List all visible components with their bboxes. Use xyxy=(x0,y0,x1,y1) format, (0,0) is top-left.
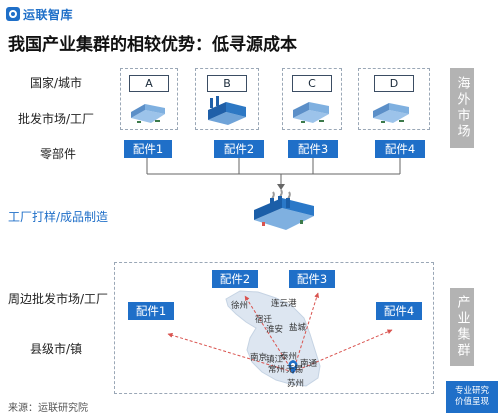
city-label-d: D xyxy=(374,75,414,92)
warehouse-icon xyxy=(293,102,329,123)
overseas-box-a: A xyxy=(120,68,178,130)
brand-name: 运联智库 xyxy=(23,7,74,22)
cluster-region xyxy=(114,262,434,394)
cluster-part-1: 配件1 xyxy=(128,302,174,320)
cluster-part-2: 配件2 xyxy=(212,270,258,288)
overseas-box-d: D xyxy=(358,68,430,130)
city-suqian: 宿迁 xyxy=(255,315,273,325)
city-lianyungang: 连云港 xyxy=(271,299,297,309)
city-wuxi: 无锡 xyxy=(286,365,304,375)
label-wholesale: 批发市场/工厂 xyxy=(18,112,95,126)
city-xuzhou: 徐州 xyxy=(231,301,249,311)
city-zhenjiang: 镇江 xyxy=(266,355,284,365)
overseas-part-4: 配件4 xyxy=(375,140,425,158)
overseas-box-b: B xyxy=(195,68,259,130)
city-yancheng: 盐城 xyxy=(289,323,307,333)
city-label-a: A xyxy=(129,75,169,92)
factory-icon xyxy=(254,189,314,230)
city-nantong: 南通 xyxy=(300,359,318,369)
label-parts: 零部件 xyxy=(40,147,77,161)
industry-cluster-tag: 产业集群 xyxy=(450,288,474,366)
city-taizhou: 泰州 xyxy=(280,352,298,362)
logo-icon xyxy=(6,7,20,21)
brand-logo: 运联智库 xyxy=(6,4,73,24)
parts-to-factory-lines xyxy=(146,158,401,186)
source-note: 来源：运联研究院 xyxy=(8,403,88,414)
brand-badge: 专业研究 价值呈现 xyxy=(446,381,498,413)
cluster-part-4: 配件4 xyxy=(376,302,422,320)
label-county: 县级市/镇 xyxy=(30,342,83,356)
city-nanjing: 南京 xyxy=(250,353,268,363)
city-huaian: 淮安 xyxy=(266,325,284,335)
location-pin-icon xyxy=(288,360,298,374)
city-suzhou: 苏州 xyxy=(287,379,305,389)
city-label-c: C xyxy=(292,75,332,92)
cluster-part-3: 配件3 xyxy=(289,270,335,288)
industry-cluster-tag-text: 产业集群 xyxy=(454,295,470,359)
badge-line-2: 价值呈现 xyxy=(454,397,489,407)
overseas-part-3: 配件3 xyxy=(288,140,338,158)
city-changzhou: 常州 xyxy=(268,365,286,375)
overseas-part-2: 配件2 xyxy=(214,140,264,158)
overseas-market-tag: 海外市场 xyxy=(450,68,474,148)
supply-arrows xyxy=(167,292,393,373)
city-label-b: B xyxy=(207,75,247,92)
factory-icon xyxy=(208,96,246,125)
badge-line-1: 专业研究 xyxy=(454,386,489,396)
down-arrow-icon xyxy=(277,184,285,190)
overseas-box-c: C xyxy=(282,68,342,130)
warehouse-icon xyxy=(131,104,165,123)
page-title: 我国产业集群的相较优势：低寻源成本 xyxy=(8,35,297,55)
label-country-city: 国家/城市 xyxy=(30,76,83,90)
warehouse-icon xyxy=(373,103,409,123)
overseas-part-1: 配件1 xyxy=(124,140,172,158)
overseas-market-tag-text: 海外市场 xyxy=(454,76,470,140)
label-nearby-wholesale: 周边批发市场/工厂 xyxy=(8,292,109,306)
label-factory: 工厂打样/成品制造 xyxy=(8,210,109,224)
